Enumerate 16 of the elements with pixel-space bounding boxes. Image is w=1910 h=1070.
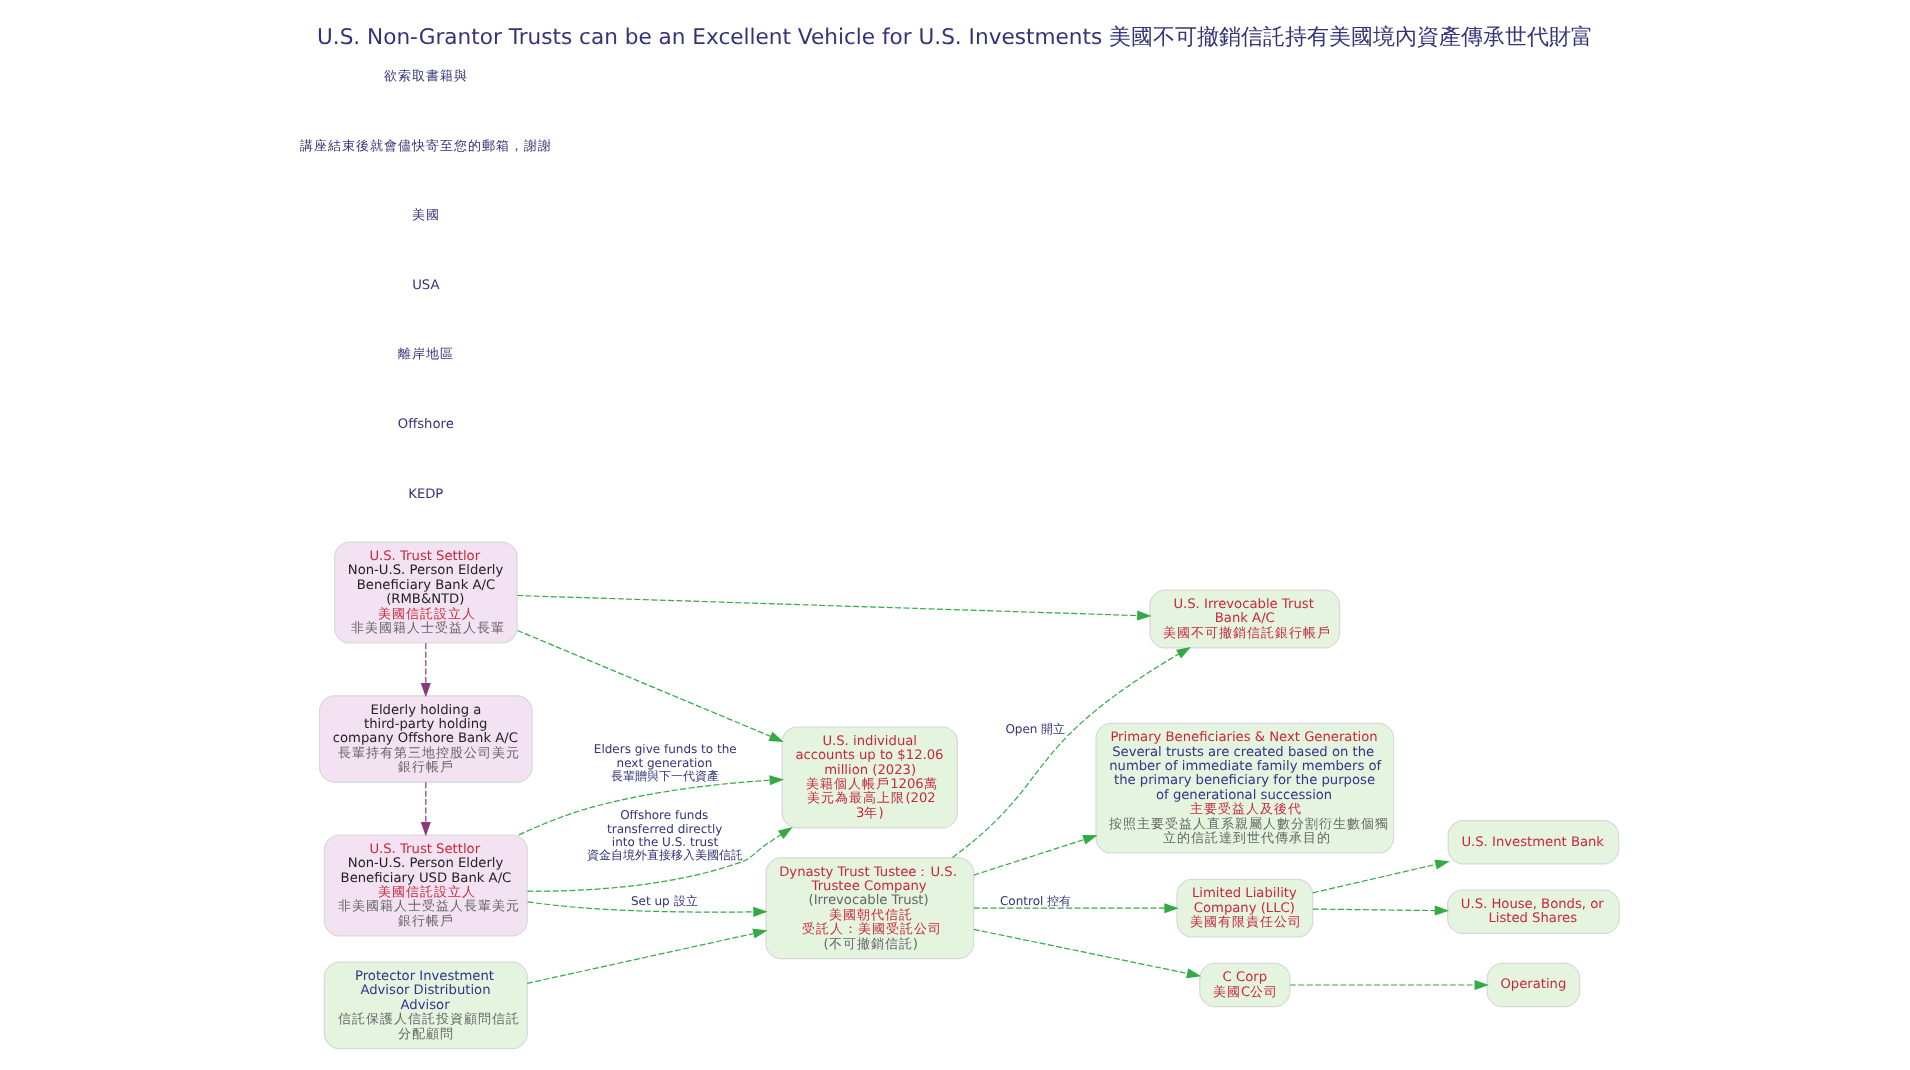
arrow	[526, 928, 768, 984]
arrow	[516, 594, 1152, 621]
arrow	[951, 646, 1191, 859]
arrow	[973, 903, 1179, 914]
arrow	[527, 901, 768, 917]
arrow	[420, 642, 431, 698]
arrow	[1312, 905, 1450, 916]
arrow	[1289, 979, 1489, 991]
arrow	[526, 826, 793, 892]
arrow	[420, 781, 431, 837]
diagram-title: U.S. Non-Grantor Trusts can be an Excellent Vehicle for U.S. Investments 美國不可撤銷信託持有美國境內資產傳承世代財富	[316, 23, 1594, 50]
arrow	[518, 775, 784, 836]
arrow	[1312, 859, 1450, 894]
arrow	[516, 629, 784, 742]
arrow	[973, 928, 1202, 979]
arrow	[973, 834, 1098, 876]
